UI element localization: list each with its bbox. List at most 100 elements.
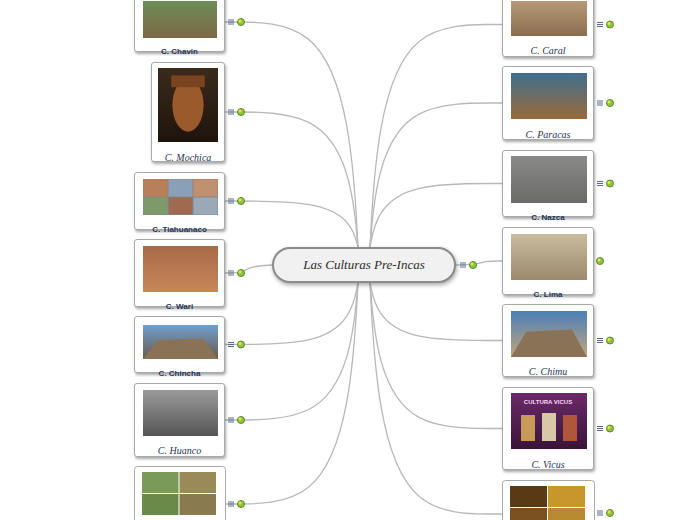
note-icon bbox=[228, 422, 234, 423]
note-icon bbox=[228, 275, 234, 276]
link-icon bbox=[239, 418, 242, 421]
cut-off-cards bbox=[135, 467, 595, 520]
branch-line bbox=[370, 184, 502, 248]
culture-name: C. Mochica bbox=[165, 152, 212, 163]
note-icon bbox=[228, 110, 234, 111]
culture-name: C. Paracas bbox=[526, 129, 571, 140]
note-icon bbox=[460, 267, 466, 268]
topic-title: Las Culturas Pre-Incas bbox=[303, 257, 425, 273]
label-row: C. Chimu bbox=[503, 361, 593, 379]
photo-caption: CULTURA VICUS bbox=[503, 399, 593, 405]
note-icon bbox=[597, 426, 603, 427]
link-icon bbox=[239, 199, 242, 202]
note-icon bbox=[228, 344, 234, 345]
label-row: C. Huanco bbox=[135, 440, 224, 458]
culture-photo bbox=[143, 246, 218, 292]
label-row: C. Caral bbox=[503, 40, 593, 58]
link-icon bbox=[608, 511, 611, 514]
label-row: C. Paracas bbox=[503, 124, 593, 142]
culture-photo bbox=[142, 494, 179, 515]
note-icon bbox=[597, 340, 603, 341]
headdress bbox=[171, 75, 205, 87]
note-icon bbox=[228, 418, 234, 419]
culture-name: C. Tiahuanaco bbox=[152, 225, 207, 234]
note-icon bbox=[597, 103, 603, 104]
link-icon bbox=[238, 417, 245, 424]
link-icon bbox=[607, 425, 614, 432]
branch-line bbox=[225, 283, 358, 345]
photo-ground bbox=[143, 325, 218, 359]
note-icon bbox=[228, 273, 234, 274]
note-icon bbox=[597, 511, 603, 512]
note-icon bbox=[228, 504, 234, 505]
culture-name: C. Chavin bbox=[161, 47, 198, 56]
photo-tile bbox=[169, 180, 193, 197]
vessel bbox=[563, 415, 577, 441]
note-icon bbox=[597, 22, 603, 23]
culture-photo bbox=[142, 472, 179, 493]
photo-tile bbox=[194, 180, 218, 197]
culture-photo bbox=[143, 390, 218, 436]
link-icon bbox=[608, 181, 611, 184]
note-icon bbox=[597, 430, 603, 431]
photo-ground bbox=[511, 1, 587, 36]
label-row: C. Chavin bbox=[135, 40, 224, 58]
culture-card: CULTURA VICUS C. Vicus bbox=[502, 387, 594, 470]
link-icon bbox=[608, 101, 611, 104]
label-row: C. Mochica bbox=[152, 147, 224, 165]
culture-card: C. Caral bbox=[502, 0, 594, 57]
label-row: C. Lima bbox=[503, 283, 593, 301]
culture-photo bbox=[511, 234, 587, 280]
label-row: C. Nazca bbox=[503, 206, 593, 224]
branch-line bbox=[370, 103, 502, 247]
link-icon bbox=[238, 501, 245, 508]
photo-ground bbox=[143, 1, 217, 38]
note-icon bbox=[228, 346, 234, 347]
link-icon bbox=[239, 20, 242, 23]
vessel bbox=[521, 415, 535, 441]
note-icon bbox=[228, 22, 234, 23]
culture-card: C. Chincha bbox=[134, 316, 225, 373]
link-icon bbox=[598, 259, 601, 262]
photo-tile bbox=[144, 198, 168, 215]
photo-ground bbox=[143, 246, 218, 292]
link-icon bbox=[607, 100, 614, 107]
culture-photo bbox=[143, 179, 218, 215]
photo-tile bbox=[144, 180, 168, 197]
link-icon bbox=[238, 198, 245, 205]
note-icon bbox=[597, 183, 603, 184]
culture-photo bbox=[143, 325, 218, 359]
culture-card: C. Wari bbox=[134, 239, 225, 307]
photo-tile bbox=[169, 198, 193, 215]
label-row: C. Tiahuanaco bbox=[135, 218, 224, 236]
culture-card: C. Chavin bbox=[134, 0, 225, 52]
link-icon bbox=[607, 337, 614, 344]
culture-name: C. Nazca bbox=[531, 213, 564, 222]
culture-name: C. Vicus bbox=[531, 459, 564, 470]
link-icon bbox=[238, 19, 245, 26]
note-icon bbox=[228, 24, 234, 25]
culture-photo bbox=[510, 508, 547, 520]
culture-card: C. Lima bbox=[502, 227, 594, 295]
culture-photo bbox=[511, 1, 587, 36]
note-icon bbox=[228, 114, 234, 115]
note-icon bbox=[228, 271, 234, 272]
branch-line bbox=[225, 112, 358, 247]
note-icon bbox=[228, 112, 234, 113]
note-icon bbox=[228, 420, 234, 421]
culture-name: C. Lima bbox=[534, 290, 563, 299]
note-icon bbox=[597, 185, 603, 186]
note-icon bbox=[597, 26, 603, 27]
connectors bbox=[225, 22, 502, 514]
culture-photo bbox=[143, 1, 217, 38]
culture-photo bbox=[510, 486, 547, 507]
link-icon bbox=[239, 271, 242, 274]
branch-line bbox=[225, 201, 358, 247]
branch-line bbox=[225, 265, 272, 273]
culture-photo bbox=[180, 472, 217, 493]
culture-photo bbox=[511, 311, 587, 357]
central-topic: Las Culturas Pre-Incas bbox=[272, 247, 456, 283]
note-icon bbox=[228, 342, 234, 343]
culture-name: C. Huanco bbox=[158, 445, 201, 456]
culture-card: C. Mochica bbox=[151, 62, 225, 162]
